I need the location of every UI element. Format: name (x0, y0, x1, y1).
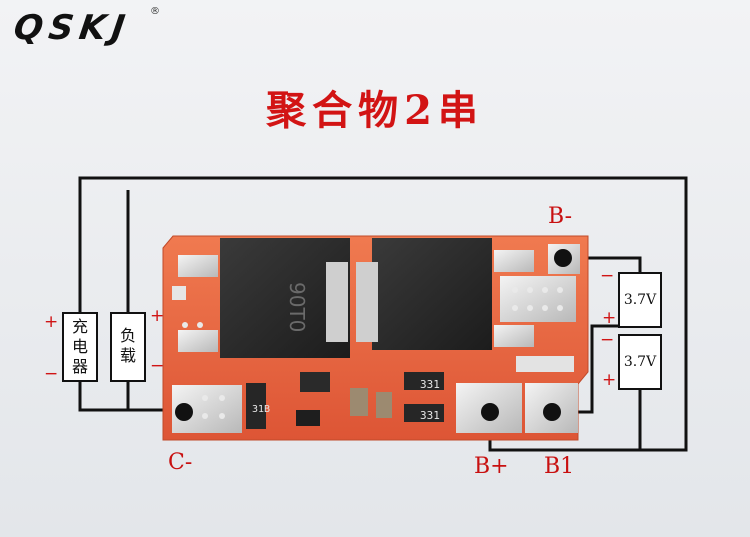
battery-cell-1: 3.7V (618, 272, 662, 328)
smd-31b (246, 383, 266, 429)
smd-331-b-label: 331 (420, 409, 440, 422)
charger-minus: − (44, 364, 59, 384)
charger-plus: + (44, 312, 59, 332)
smd-31b-label: 31B (252, 404, 270, 415)
charger-box: 充 电 器 (62, 312, 98, 382)
pad-tab-6 (494, 325, 534, 347)
pad-b-minus-area (500, 276, 576, 322)
battery-cell-2: 3.7V (618, 334, 662, 390)
cell2-minus: − (600, 330, 615, 350)
smd-331-a (404, 372, 444, 390)
chip-left-mark: 90T0 (285, 282, 309, 332)
cell1-minus: − (600, 266, 615, 286)
mosfet-right (372, 238, 492, 350)
dot-b-plus (481, 403, 499, 421)
registered-mark: ® (150, 6, 160, 17)
dot-b-minus (554, 249, 572, 267)
pad-tab-2 (178, 330, 218, 352)
smd-331-a-label: 331 (420, 378, 440, 391)
pad-tab-3 (326, 262, 348, 342)
diagram-title: 聚合物2串 (266, 87, 484, 134)
label-b1: B1 (544, 454, 575, 479)
load-minus: − (150, 356, 165, 376)
label-c-minus: C- (168, 450, 193, 475)
dot-c-minus (175, 403, 193, 421)
label-b-minus: B- (548, 204, 573, 229)
pad-tab-1 (178, 255, 218, 277)
cell2-plus: + (602, 370, 617, 390)
wire-charger-bottom (78, 380, 184, 412)
load-plus: + (150, 306, 165, 326)
load-box: 负 载 (110, 312, 146, 382)
pcb-board (162, 235, 589, 441)
wire-bminus (563, 256, 642, 272)
pad-tab-4 (356, 262, 378, 342)
pad-tab-5 (494, 250, 534, 272)
smd-331-b (404, 404, 444, 422)
dot-b1 (543, 403, 561, 421)
wire-top-loop (78, 176, 688, 452)
label-b-plus: B+ (474, 454, 509, 479)
connection-dots (175, 249, 572, 421)
cell1-plus: + (602, 308, 617, 328)
